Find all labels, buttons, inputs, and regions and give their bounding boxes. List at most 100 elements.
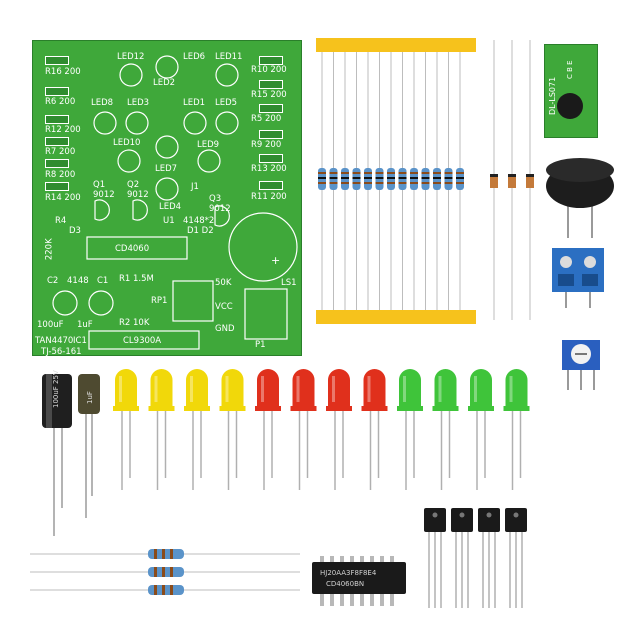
yellow-led [115,369,137,410]
resistor-band [410,182,418,184]
q1-value: 9012 [93,190,115,200]
led-highlight [154,376,158,402]
led-rim [503,406,530,411]
transistor-row [424,508,527,608]
red-led [257,369,279,410]
u1-value: 4148*2 [183,216,215,226]
resistor-band [456,177,464,179]
music-chip-pins: C B E [566,60,574,79]
resistor-band [387,182,395,184]
led-highlight [225,376,229,402]
resistor-pad [259,130,283,139]
red-led [328,369,350,410]
led-row [113,369,530,490]
resistor-band [329,182,338,184]
tan-label: TAN4470 [35,336,74,346]
silk-label: R8 200 [45,170,76,180]
yellow-led [150,369,173,410]
diode-band [490,174,498,177]
pot-label: 50K [215,278,232,288]
transistor-mark [513,512,519,518]
resistor-pad [259,80,283,89]
led-highlight [296,376,300,402]
u1-label: U1 [163,216,175,226]
resistor-pad [45,159,69,168]
led-rim [361,406,388,411]
led-label: LED7 [155,164,178,174]
led-label: LED2 [153,78,176,88]
silk-label: R15 200 [251,90,287,100]
resistor-band [456,182,464,184]
diode [526,174,534,188]
resistor-band [421,182,430,184]
led-rim [219,406,246,411]
led-rim [468,406,494,411]
transistor [478,508,500,532]
led-label: LED11 [215,52,243,62]
trimmer-pot [562,340,600,390]
led-highlight [403,376,406,402]
q3-label: Q3 [209,194,222,204]
transistor [424,508,446,532]
diode-band [526,174,534,177]
transistor-mark [459,512,465,518]
loose-resistors [30,549,300,595]
resistor [148,585,184,595]
led-rim [432,406,459,411]
resistor-pad [45,137,69,146]
resistor-band [433,182,441,184]
led-highlight [509,376,513,402]
resistor-band [352,177,361,179]
diode [508,174,516,188]
j1-label: J1 [191,182,199,192]
resistor-band [410,172,418,174]
resistor-band [329,177,338,179]
led-rim [255,406,281,411]
resistor-band [364,182,372,184]
resistor-pad [259,181,283,190]
led-highlight [261,376,264,402]
led-highlight [438,376,442,402]
resistor-band [387,172,395,174]
resistor-band [444,182,453,184]
led-rim [290,406,317,411]
resistor-band [364,172,372,174]
resistor-band [444,172,453,174]
resistor-band [375,182,384,184]
rp1-label: RP1 [151,296,168,306]
silk-label: R14 200 [45,193,81,203]
silk-label: R13 200 [251,164,287,174]
big-cap-label: 100uF 25V [52,370,60,408]
resistor-band [421,172,430,174]
chip-blob [557,93,583,119]
ic-marking-1: HJ20AA3F8F8E4 [320,569,377,577]
resistor [148,567,184,577]
resistor-band [387,177,395,179]
small-cap-label: 1uF [86,391,94,404]
led-highlight [119,376,122,402]
silk-label: R6 200 [45,97,76,107]
tj-label: TJ-56-161 [41,347,82,357]
gnd-label: GND [215,324,235,334]
resistor-band [433,177,441,179]
q2-label: Q2 [127,180,140,190]
resistor-band [352,172,361,174]
led-label: LED4 [159,202,182,212]
resistor-pad [45,115,69,124]
led-label: LED9 [197,140,220,150]
silk-label: R11 200 [251,192,287,202]
resistor-band [375,172,384,174]
resistor-pad [259,104,283,113]
green-led [470,369,492,410]
led-rim [148,406,175,411]
led-label: LED3 [127,98,150,108]
silk-label: R7 200 [45,147,76,157]
pcb-board: R16 200 R6 200 R12 200 R7 200 R8 200 R14… [32,40,302,356]
resistor-strip [318,52,464,310]
resistor-band [444,177,453,179]
ic1-label: IC1 [73,336,87,346]
c-1uf-label: 1uF [77,320,93,330]
red-led [363,369,386,410]
resistor-band [398,177,407,179]
resistor-band [410,177,418,179]
